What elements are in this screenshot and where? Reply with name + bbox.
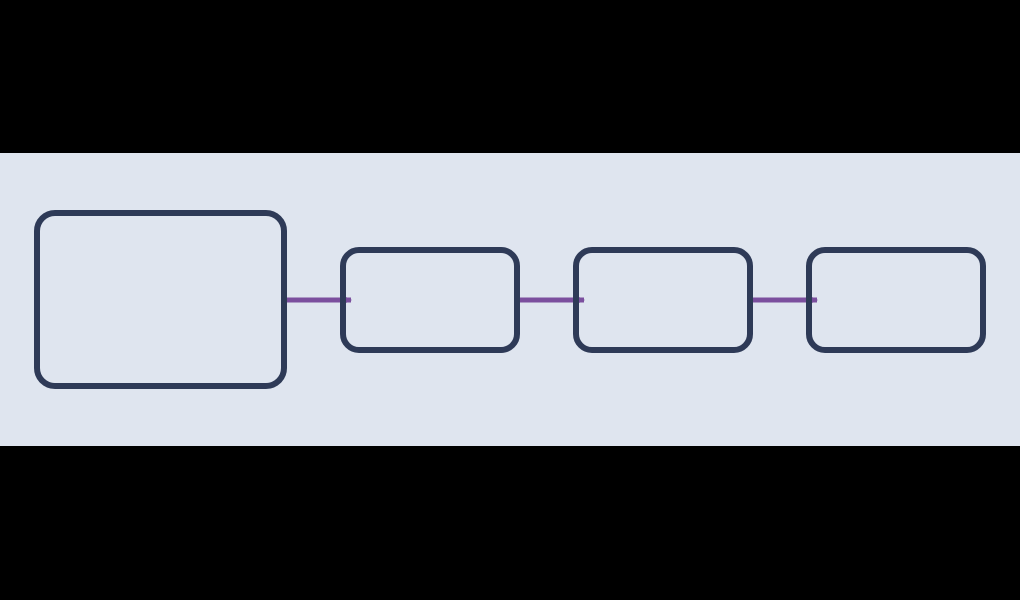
flow-node-1 (34, 210, 287, 389)
flow-node-3 (573, 247, 753, 353)
flow-node-4 (806, 247, 986, 353)
node-group (34, 210, 986, 389)
diagram-panel (0, 153, 1020, 446)
flow-node-2 (340, 247, 520, 353)
